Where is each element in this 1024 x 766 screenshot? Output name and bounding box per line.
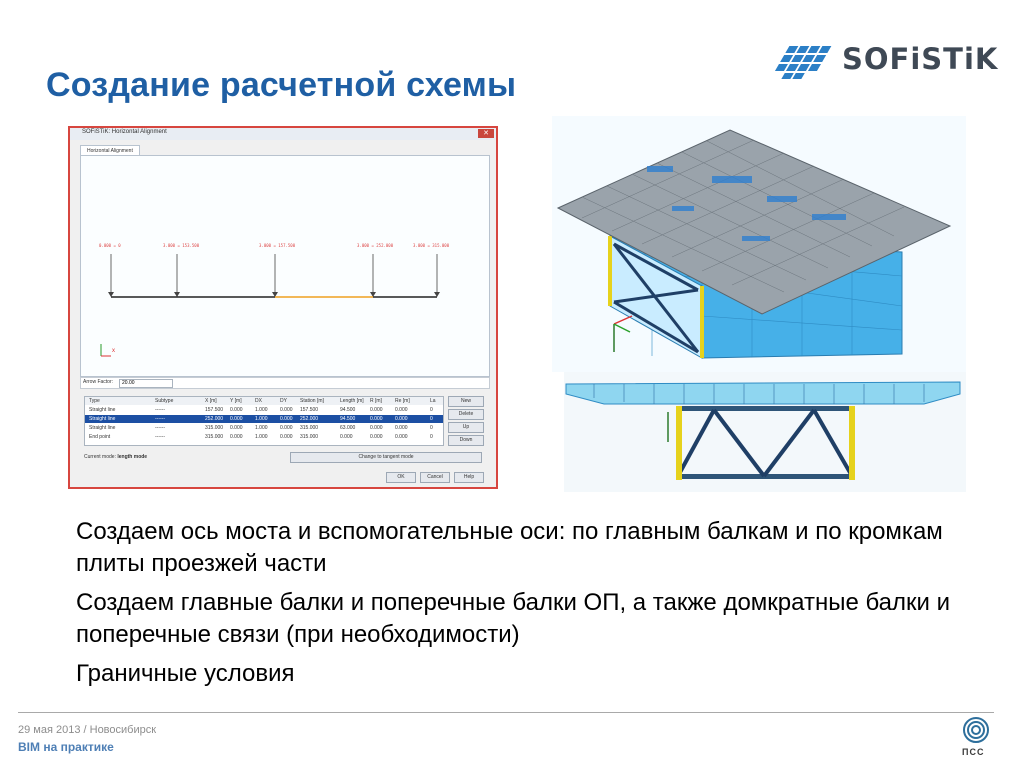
column-header: Re [m] bbox=[395, 398, 410, 404]
brand-name: SOFiSTiK bbox=[842, 42, 999, 76]
bridge-3d-drawing bbox=[556, 129, 952, 359]
column-header: R [m] bbox=[370, 398, 382, 404]
alignment-window: SOFiSTiK: Horizontal Alignment ✕ Horizon… bbox=[68, 126, 498, 489]
ok-button[interactable]: OK bbox=[386, 472, 416, 483]
pss-logo-icon bbox=[958, 716, 994, 760]
up-button[interactable]: Up bbox=[448, 422, 484, 433]
bridge-elevation-view bbox=[564, 372, 966, 492]
column-header: La bbox=[430, 398, 436, 404]
current-mode: Current mode: length mode bbox=[84, 454, 147, 460]
alignment-table[interactable]: Type Subtype X [m] Y [m] DX DY Station [… bbox=[84, 396, 444, 446]
new-button[interactable]: New bbox=[448, 396, 484, 407]
current-mode-value: length mode bbox=[117, 454, 148, 460]
sofistik-grid-icon bbox=[774, 46, 832, 79]
column-header: Length [m] bbox=[340, 398, 364, 404]
column-header: Subtype bbox=[155, 398, 174, 404]
footer-divider bbox=[18, 712, 994, 713]
bullet-list: Создаем ось моста и вспомогательные оси:… bbox=[76, 516, 976, 697]
svg-text:x: x bbox=[112, 348, 115, 354]
slide-title: Создание расчетной схемы bbox=[46, 66, 517, 104]
alignment-canvas[interactable]: 0.000 = 0 3.000 = 153.500 3.000 = 157.50… bbox=[80, 155, 490, 377]
arrow-factor-label: Arrow Factor: bbox=[83, 379, 114, 385]
tab-horizontal-alignment[interactable]: Horizontal Alignment bbox=[80, 145, 140, 156]
column-header: Type bbox=[89, 398, 100, 404]
sofistik-logo: SOFiSTiK bbox=[770, 38, 1000, 82]
alignment-drawing: 0.000 = 0 3.000 = 153.500 3.000 = 157.50… bbox=[99, 243, 450, 357]
window-titlebar: SOFiSTiK: Horizontal Alignment ✕ bbox=[70, 128, 496, 140]
bridge-elevation-drawing bbox=[565, 381, 961, 480]
station-label: 3.000 = 252.000 bbox=[357, 243, 394, 248]
arrow-factor-row: Arrow Factor: 20.00 bbox=[80, 377, 490, 389]
bullet-item: Граничные условия bbox=[76, 660, 295, 687]
column-header: Station [m] bbox=[300, 398, 324, 404]
bullet-item: Создаем ось моста и вспомогательные оси:… bbox=[76, 518, 943, 577]
column-header: X [m] bbox=[205, 398, 217, 404]
pss-logo-text: ПСС bbox=[962, 747, 985, 757]
station-label: 3.000 = 315.000 bbox=[413, 243, 450, 248]
station-label: 3.000 = 153.500 bbox=[163, 243, 200, 248]
cancel-button[interactable]: Cancel bbox=[420, 472, 450, 483]
close-icon[interactable]: ✕ bbox=[478, 129, 494, 138]
bullet-item: Создаем главные балки и поперечные балки… bbox=[76, 589, 950, 648]
station-label: 3.000 = 157.500 bbox=[259, 243, 296, 248]
bridge-3d-view bbox=[552, 116, 966, 372]
current-mode-label: Current mode: bbox=[84, 454, 116, 460]
footer-date-place: 29 мая 2013 / Новосибирск bbox=[18, 724, 157, 736]
window-title: SOFiSTiK: Horizontal Alignment bbox=[82, 129, 167, 135]
column-header: DY bbox=[280, 398, 287, 404]
arrow-factor-input[interactable]: 20.00 bbox=[119, 379, 173, 388]
table-header: Type Subtype X [m] Y [m] DX DY Station [… bbox=[85, 397, 443, 405]
column-header: DX bbox=[255, 398, 262, 404]
change-mode-button[interactable]: Change to tangent mode bbox=[290, 452, 482, 463]
footer-subtitle: BIM на практике bbox=[18, 740, 114, 754]
help-button[interactable]: Help bbox=[454, 472, 484, 483]
column-header: Y [m] bbox=[230, 398, 242, 404]
delete-button[interactable]: Delete bbox=[448, 409, 484, 420]
station-label: 0.000 = 0 bbox=[99, 243, 121, 248]
down-button[interactable]: Down bbox=[448, 435, 484, 446]
